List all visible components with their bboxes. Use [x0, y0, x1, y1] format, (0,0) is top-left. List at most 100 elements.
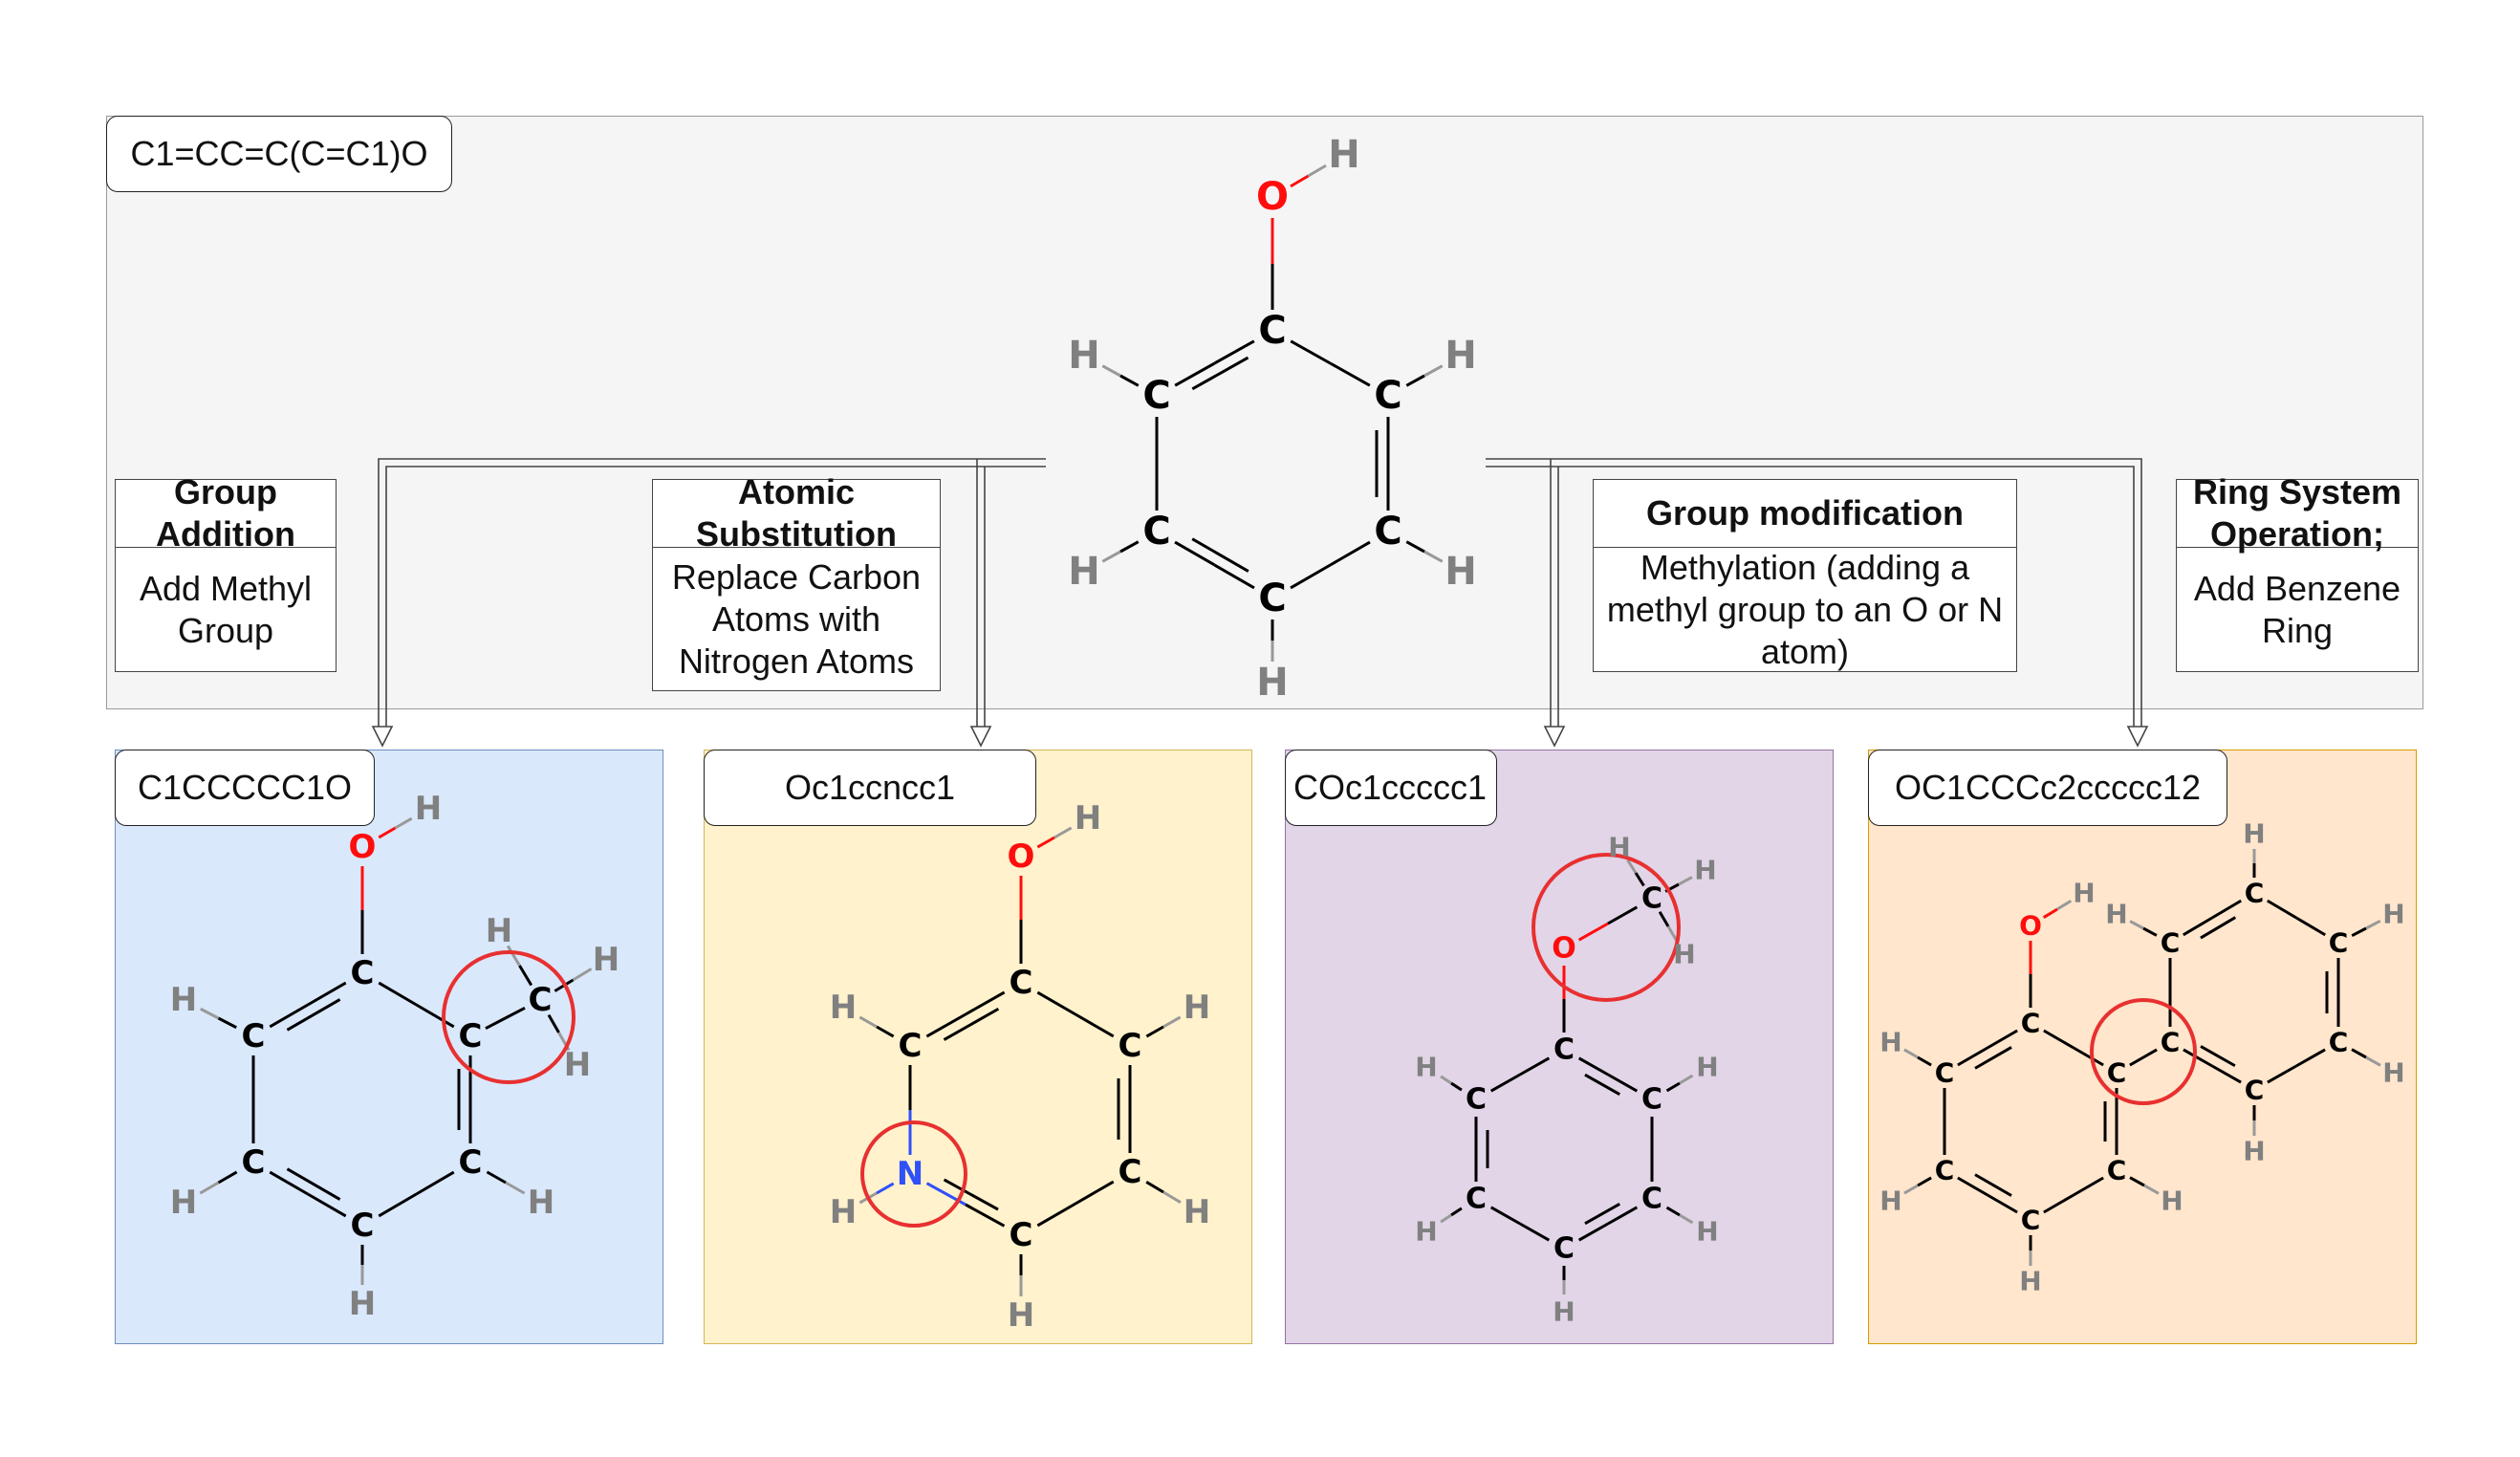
- arrowhead: [969, 726, 992, 748]
- hydrogen-atom: H: [1673, 939, 1695, 970]
- bond: [2365, 1055, 2381, 1067]
- carbon-atom: C: [1119, 1153, 1142, 1191]
- bond: [1054, 826, 1073, 839]
- bond: [1329, 540, 1371, 567]
- hydrogen-atom: H: [1184, 1193, 1210, 1231]
- product-smiles-label-3: COc1ccccc1: [1285, 750, 1497, 826]
- carbon-atom: C: [899, 1027, 923, 1065]
- carbon-atom: C: [351, 954, 375, 992]
- hydrogen-atom: H: [1879, 1185, 1901, 1217]
- hydrogen-atom: H: [486, 912, 512, 950]
- bond: [2129, 1176, 2145, 1187]
- bond: [2143, 1184, 2160, 1195]
- oxygen-atom: O: [349, 828, 377, 866]
- bond: [378, 1192, 418, 1218]
- bond: [2295, 916, 2326, 937]
- bond: [925, 1012, 967, 1038]
- bond: [1307, 163, 1327, 178]
- hydrogen-atom: H: [170, 981, 197, 1019]
- carbon-atom: C: [1142, 374, 1170, 418]
- bond: [2211, 1064, 2242, 1084]
- bond: [1665, 1206, 1681, 1217]
- bond: [1162, 1015, 1182, 1029]
- bond: [1679, 1074, 1694, 1085]
- carbon-atom: C: [2245, 878, 2265, 909]
- carbon-atom: C: [459, 1143, 483, 1182]
- carbon-atom: C: [2245, 1075, 2265, 1106]
- hydrogen-atom: H: [1068, 334, 1099, 378]
- bond: [506, 945, 521, 967]
- carbon-atom: C: [2107, 1155, 2127, 1186]
- bond: [518, 965, 533, 987]
- bond: [2142, 926, 2158, 937]
- bond-double: [1191, 537, 1249, 573]
- bond: [1519, 1222, 1551, 1242]
- bond: [378, 981, 418, 1007]
- bond: [1290, 563, 1332, 590]
- bond: [1607, 905, 1639, 925]
- bond-double: [1974, 1046, 2012, 1070]
- hydrogen-atom: H: [170, 1184, 197, 1222]
- hydrogen-atom: H: [2161, 1185, 2183, 1217]
- bond: [1519, 1056, 1551, 1076]
- carbon-atom: C: [1553, 1033, 1575, 1067]
- bond: [1162, 1190, 1182, 1204]
- operation-title: Ring System Operation;: [2177, 472, 2418, 554]
- hydrogen-atom: H: [2105, 899, 2127, 930]
- bond: [1101, 550, 1121, 563]
- bond: [1213, 339, 1255, 365]
- bond: [2129, 920, 2144, 930]
- bond: [2211, 899, 2242, 920]
- carbon-atom: C: [1374, 374, 1401, 418]
- bond: [2183, 916, 2213, 937]
- bond: [1440, 1213, 1452, 1224]
- bond: [1036, 990, 1076, 1016]
- carbon-atom: C: [1142, 510, 1170, 554]
- hydrogen-atom: H: [1696, 1216, 1718, 1248]
- bond: [1678, 876, 1693, 886]
- hydrogen-atom: H: [1415, 1052, 1437, 1083]
- carbon-atom: C: [242, 1143, 266, 1182]
- carbon-atom: C: [1641, 882, 1662, 916]
- carbon-atom: C: [2329, 1027, 2349, 1058]
- product-panel-4: [1868, 750, 2417, 1344]
- carbon-atom: C: [1641, 1183, 1662, 1216]
- bond: [269, 1170, 309, 1196]
- hydrogen-atom: H: [2382, 899, 2404, 930]
- bond: [1489, 1073, 1521, 1093]
- bond: [2043, 1029, 2075, 1050]
- bond: [1119, 374, 1140, 387]
- product-smiles-label-4: OC1CCCc2ccccc12: [1868, 750, 2227, 826]
- bond: [1450, 1207, 1463, 1217]
- hydrogen-atom: H: [1608, 832, 1630, 863]
- bond: [1607, 1073, 1639, 1093]
- bond: [217, 1170, 238, 1185]
- bond: [1036, 836, 1055, 849]
- bond: [485, 1016, 507, 1031]
- bond: [858, 1015, 878, 1029]
- bond: [1036, 1202, 1076, 1228]
- bond: [1174, 540, 1216, 567]
- hydrogen-atom: H: [1696, 1052, 1718, 1083]
- bond: [1290, 174, 1310, 188]
- bond: [505, 1181, 526, 1195]
- bond: [415, 1170, 455, 1196]
- carbon-atom: C: [2107, 1057, 2127, 1089]
- oxygen-atom: O: [1552, 932, 1576, 966]
- bond: [307, 981, 347, 1007]
- bond: [1290, 339, 1332, 365]
- bond: [965, 1203, 1006, 1228]
- hydrogen-atom: H: [1553, 1296, 1575, 1328]
- carbon-atom: C: [1641, 1083, 1662, 1117]
- bond: [2073, 1176, 2104, 1197]
- product-panel-3: [1285, 750, 1834, 1344]
- oxygen-atom: O: [1008, 837, 1035, 876]
- bond-double: [1584, 1073, 1620, 1097]
- hydrogen-atom: H: [2019, 1266, 2041, 1297]
- hydrogen-atom: H: [349, 1285, 376, 1323]
- bond: [486, 1170, 507, 1185]
- carbon-atom: C: [2329, 927, 2349, 959]
- product-smiles-label-2: Oc1ccncc1: [704, 750, 1036, 826]
- carbon-atom: C: [1553, 1232, 1575, 1266]
